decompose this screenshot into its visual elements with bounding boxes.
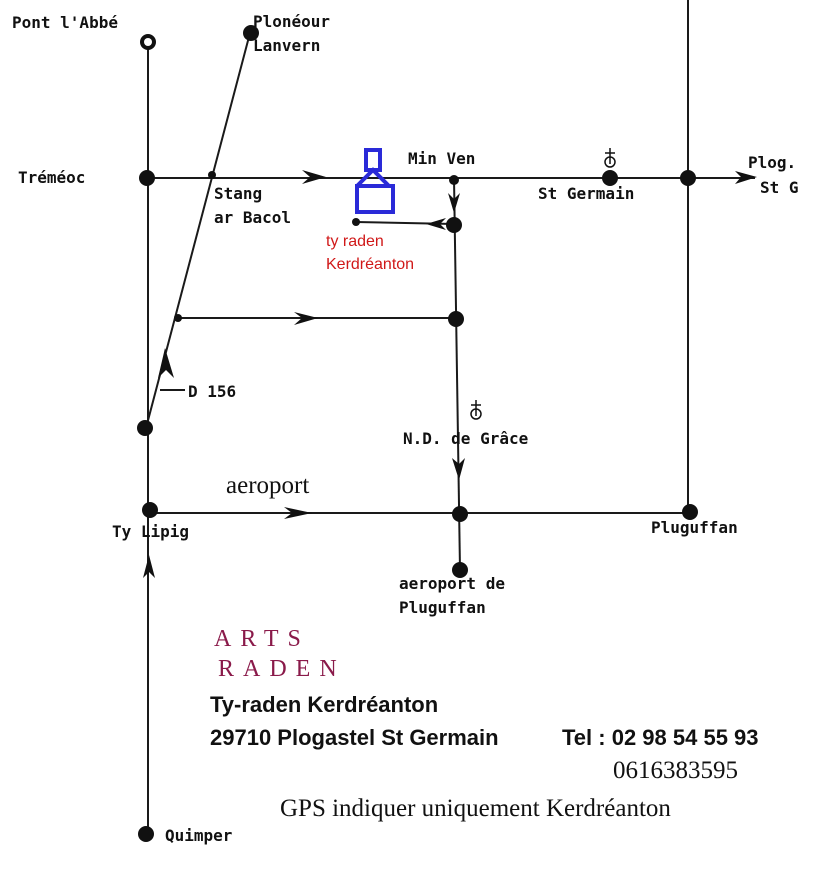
arrow-west-tyraden: [426, 218, 446, 230]
house-marker-icon: [355, 148, 395, 214]
node-connector-right: [448, 311, 464, 327]
label-lanvern: Lanvern: [253, 36, 320, 55]
label-nd-grace: N.D. de Grâce: [403, 429, 528, 448]
arrow-north-quimper: [143, 555, 155, 578]
node-quimper: [138, 826, 154, 842]
node-tyraden: [352, 218, 360, 226]
label-ty-lipig: Ty Lipig: [112, 522, 189, 541]
mobile-number: 0616383595: [613, 757, 738, 784]
arrow-east-aeroport-road: [284, 507, 312, 519]
node-tyraden-junction: [446, 217, 462, 233]
node-stang: [208, 171, 216, 179]
label-st-g: St G: [760, 178, 799, 197]
label-ploneour: Plonéour: [253, 12, 330, 31]
label-aeroport-de: aeroport de: [399, 574, 505, 593]
arrow-east-tremeoc-road: [302, 170, 326, 184]
label-quimper: Quimper: [165, 826, 232, 845]
node-tremeoc: [139, 170, 155, 186]
node-ty-lipig: [142, 502, 158, 518]
label-st-germain: St Germain: [538, 184, 634, 203]
road-minven-aeroport: [453, 177, 461, 571]
label-d156: D 156: [188, 382, 236, 401]
phone-number: Tel : 02 98 54 55 93: [562, 725, 759, 750]
node-aeroport-pluguffan: [452, 562, 468, 578]
arrow-south-nd-grace: [452, 458, 465, 480]
arrow-south-minven: [448, 193, 460, 213]
node-plog: [680, 170, 696, 186]
node-d156-junction: [137, 420, 153, 436]
arrow-east-connector: [294, 312, 318, 325]
arrow-east-plog: [735, 171, 757, 184]
label-ty-raden: ty raden: [326, 233, 384, 250]
address-city: 29710 Plogastel St Germain: [210, 725, 499, 750]
label-pluguffan: Pluguffan: [651, 518, 738, 537]
gps-note: GPS indiquer uniquement Kerdréanton: [280, 795, 671, 822]
label-min-ven: Min Ven: [408, 149, 475, 168]
label-ar-bacol: ar Bacol: [214, 208, 291, 227]
church-cross-icon: [470, 400, 482, 420]
label-aeroport-pluguffan: Pluguffan: [399, 598, 486, 617]
label-aeroport: aeroport: [226, 472, 309, 499]
arrow-north-d156: [158, 348, 174, 378]
label-plog: Plog.: [748, 153, 796, 172]
node-connector-left: [174, 314, 182, 322]
label-tremeoc: Tréméoc: [18, 168, 85, 187]
label-kerdreanton: Kerdréanton: [326, 256, 414, 273]
church-cross-icon: [604, 148, 616, 168]
brand-arts: ARTS: [214, 626, 310, 652]
node-pluguffan: [682, 504, 698, 520]
node-st-germain: [602, 170, 618, 186]
node-min-ven: [449, 175, 459, 185]
brand-raden: RADEN: [218, 656, 346, 682]
label-pont-labbe: Pont l'Abbé: [12, 13, 118, 32]
node-aeroport-junction: [452, 506, 468, 522]
node-ploneour: [243, 25, 259, 41]
label-stang: Stang: [214, 184, 262, 203]
address-name: Ty-raden Kerdréanton: [210, 692, 438, 717]
